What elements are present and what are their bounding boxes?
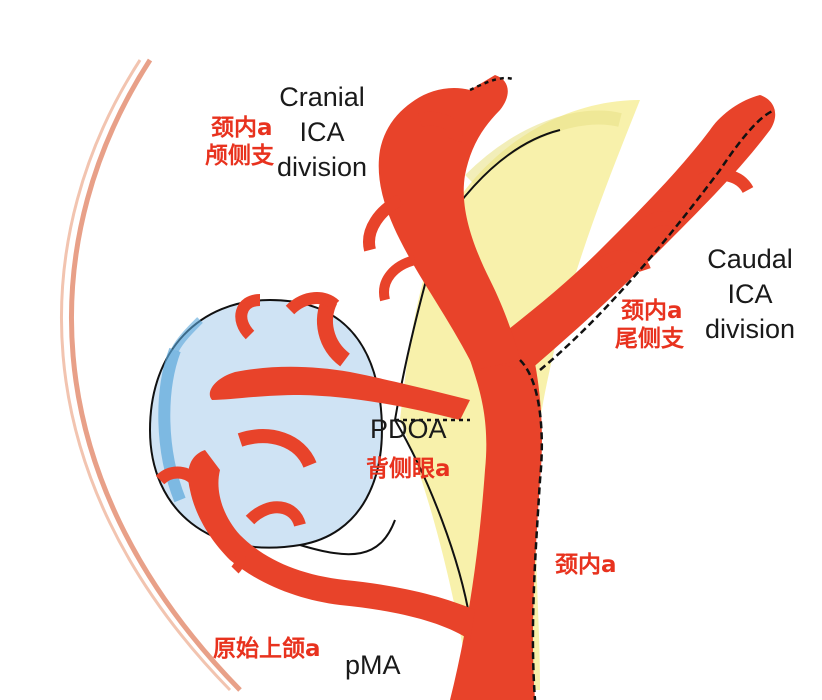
- pma-chinese-label: 原始上颌a: [213, 636, 321, 662]
- cranial-division: [378, 75, 520, 370]
- pdoa-label: PDOA: [370, 414, 447, 444]
- caudal-division: [470, 95, 776, 370]
- caudal-label-line2: ICA: [727, 279, 773, 310]
- caudal-ica-division-label: Caudal ICA division: [690, 242, 810, 347]
- cranial-cn-line2: 颅侧支: [205, 142, 274, 169]
- caudal-label-line3: division: [704, 314, 796, 345]
- cranial-ica-division-label: Cranial ICA division: [262, 80, 382, 185]
- caudal-label-line1: Caudal: [707, 244, 793, 274]
- pma-label: pMA: [345, 650, 401, 680]
- caudal-cn-line2: 尾侧支: [615, 325, 684, 352]
- caudal-chinese-label: 颈内a 尾侧支: [615, 298, 684, 353]
- cranial-chinese-label: 颈内a 颅侧支: [205, 115, 274, 170]
- ica-chinese-label: 颈内a: [555, 552, 617, 578]
- pma-branch: [188, 450, 475, 640]
- outer-boundary-curve: [69, 58, 242, 692]
- pdoa-chinese-label: 背侧眼a: [366, 456, 451, 482]
- cranial-cn-line1: 颈内a: [211, 115, 273, 141]
- cranial-label-line2: ICA: [299, 117, 345, 148]
- cranial-label-line3: division: [276, 152, 368, 183]
- cranial-label-line1: Cranial: [279, 82, 365, 112]
- pdoa-branch: [209, 366, 471, 420]
- caudal-cn-line1: 颈内a: [621, 298, 683, 324]
